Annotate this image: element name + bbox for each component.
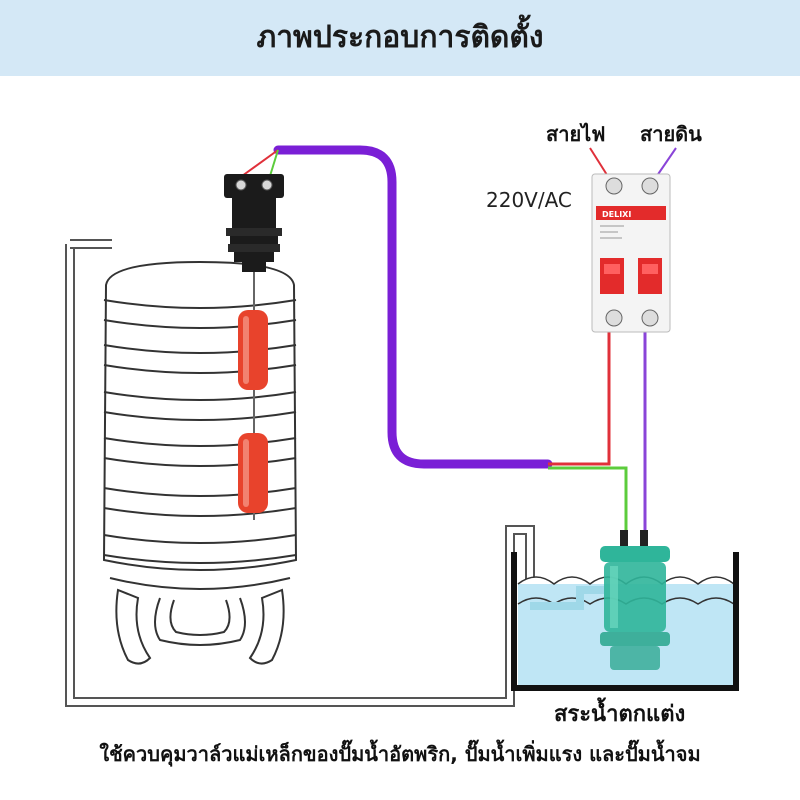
- breaker-brand: DELIXI: [602, 210, 631, 219]
- live-wire-label: สายไฟ: [546, 122, 606, 146]
- header-bar: [0, 0, 800, 76]
- caption: ใช้ควบคุมวาล์วแม่เหล็กของปั๊มน้ำอัตพริก,…: [99, 742, 701, 766]
- pool-label: สระน้ำตกแต่ง: [554, 702, 686, 727]
- page-title: ภาพประกอบการติดตั้ง: [256, 20, 544, 55]
- power-cable: [273, 145, 553, 469]
- pump-green-wire: [548, 466, 628, 546]
- circuit-breaker-icon: DELIXI: [591, 173, 671, 333]
- float-green-wire: [269, 149, 279, 177]
- ground-wire-label: สายดิน: [640, 122, 702, 146]
- float-red-wire: [241, 149, 279, 177]
- installation-diagram: DELIXI: [65, 145, 739, 707]
- voltage-label: 220V/AC: [486, 188, 572, 212]
- submersible-pump-icon: [530, 530, 670, 670]
- float-switch-icon: [224, 174, 284, 520]
- breaker-red-wire: [548, 330, 611, 466]
